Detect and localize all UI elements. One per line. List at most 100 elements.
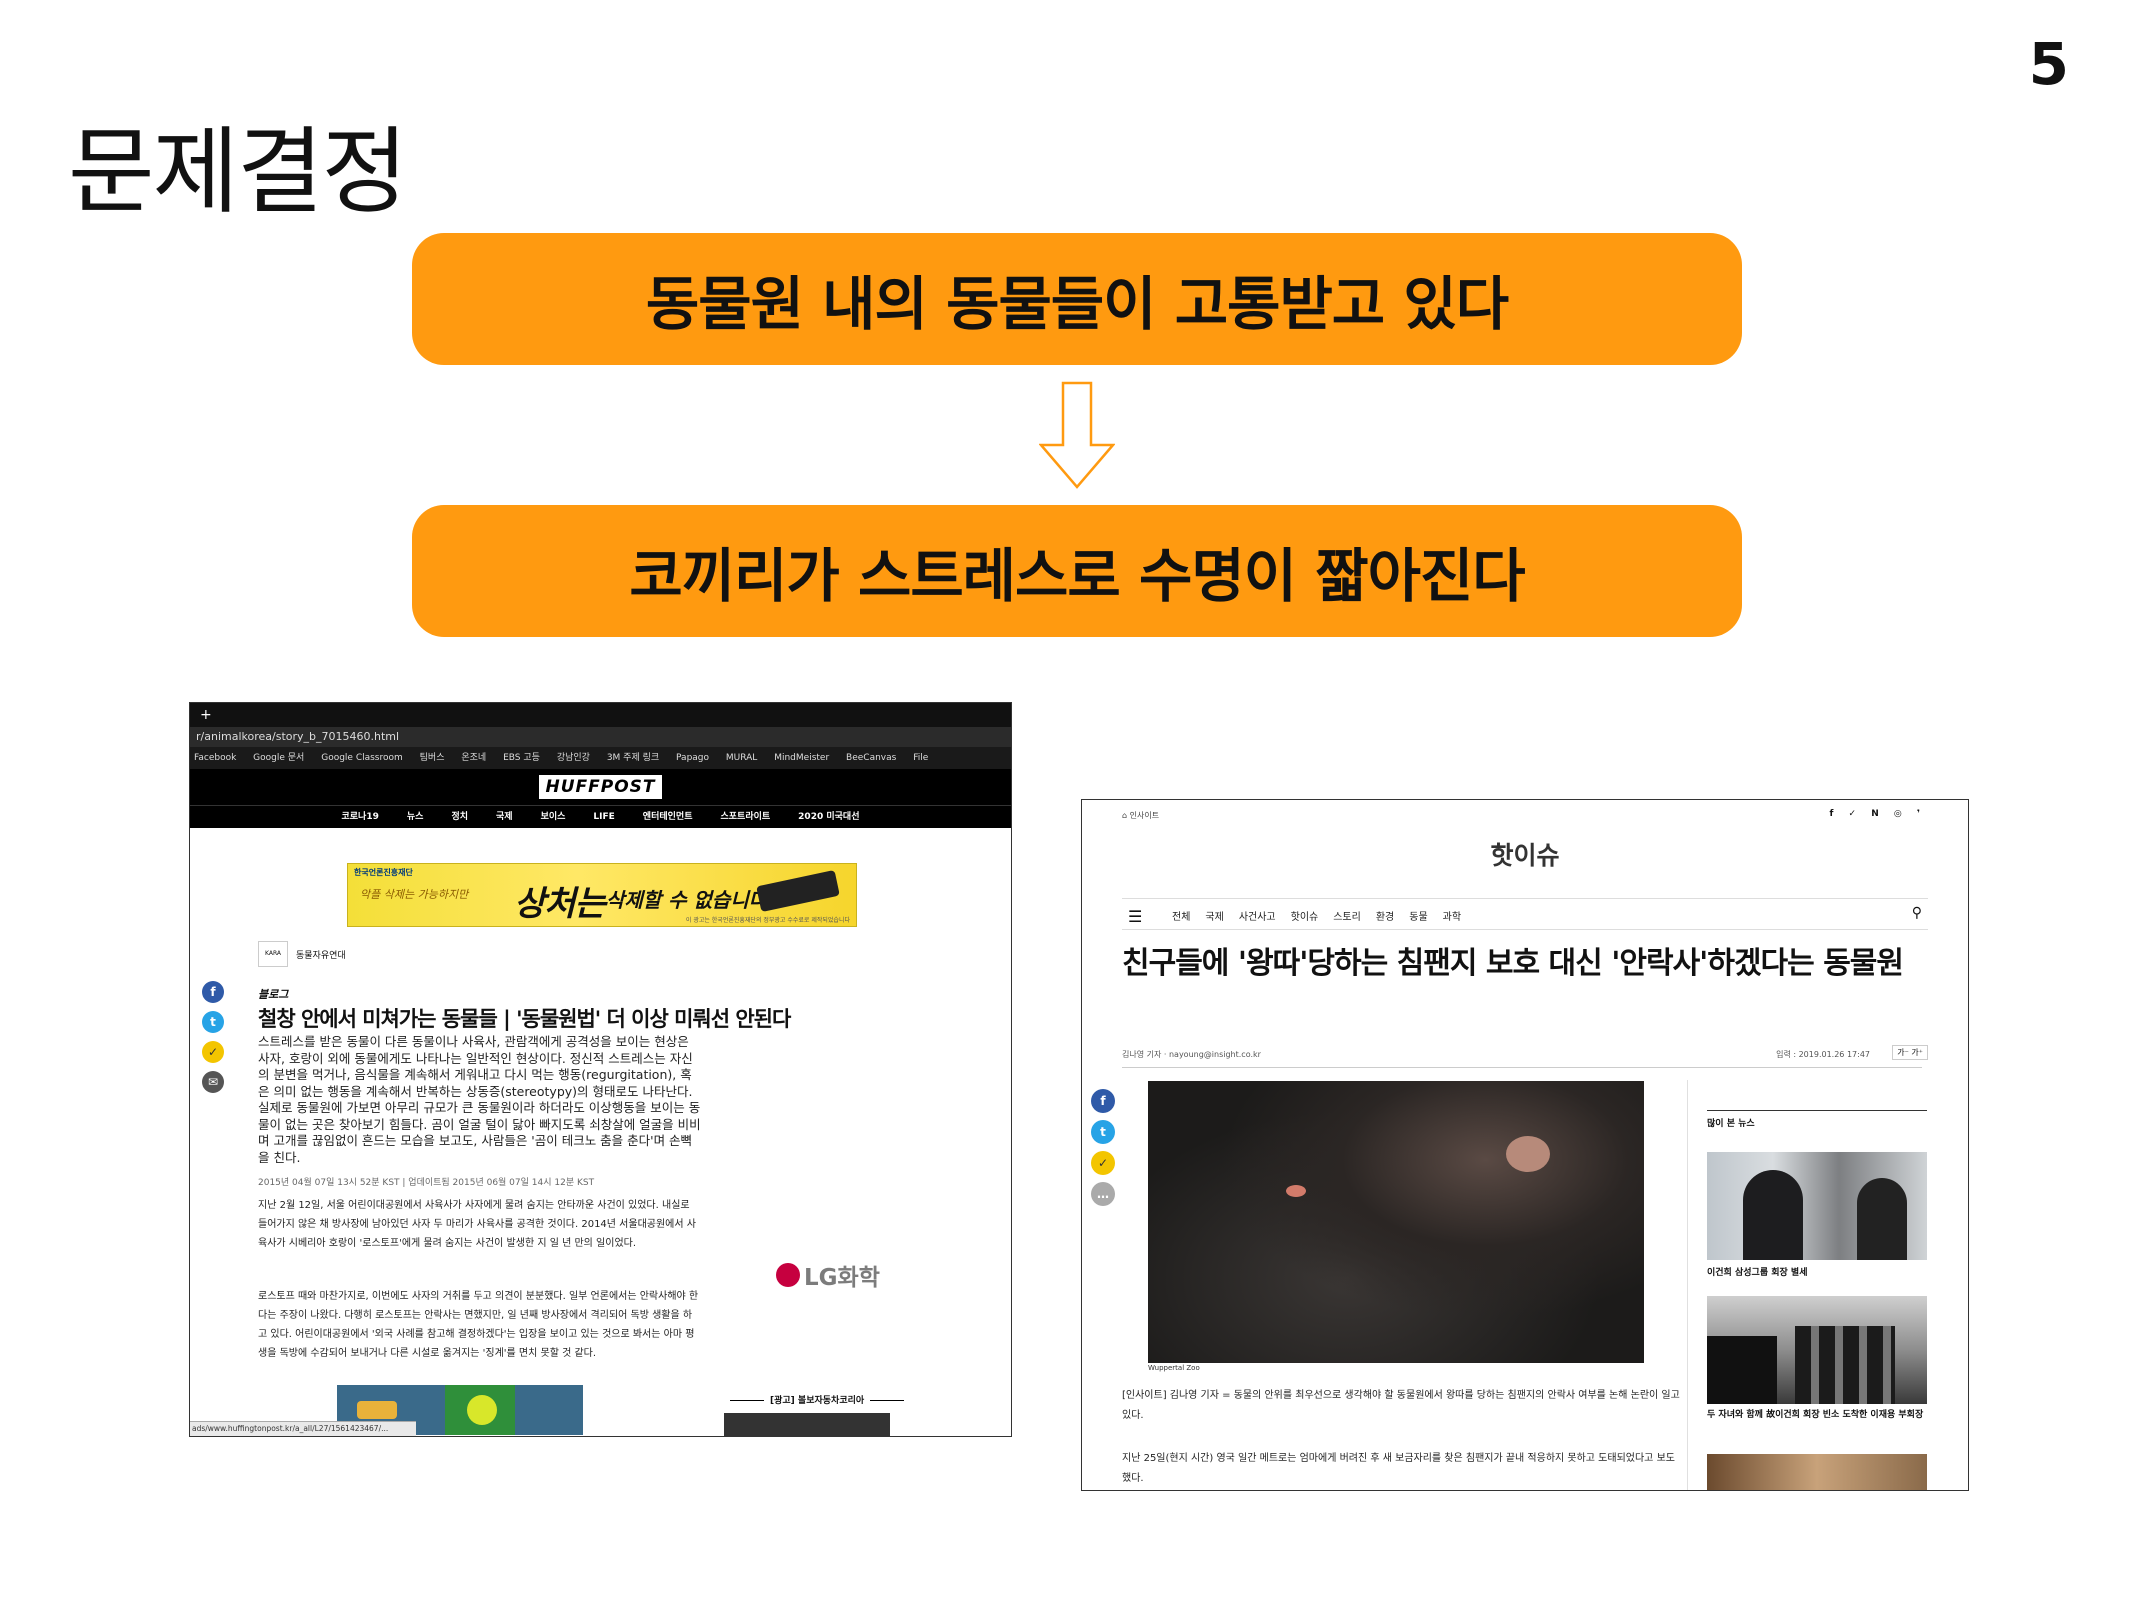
bookmark-item[interactable]: 온조네 xyxy=(461,753,487,763)
news-thumbnail[interactable] xyxy=(1707,1152,1927,1260)
address-bar[interactable]: r/animalkorea/story_b_7015460.html xyxy=(190,727,1011,747)
ad-subheadline: 삭제할 수 없습니다 xyxy=(606,888,768,912)
nav-item[interactable]: 뉴스 xyxy=(406,812,424,822)
status-bar-url: ads/www.huffingtonpost.kr/a_all/L27/1561… xyxy=(190,1421,416,1436)
article-author: 김나영 기자 · nayoung@insight.co.kr xyxy=(1122,1050,1261,1059)
ad-footnote: 이 광고는 한국언론진흥재단의 정부광고 수수료로 제작되었습니다 xyxy=(685,917,850,924)
bookmark-item[interactable]: Google Classroom xyxy=(321,753,403,763)
twitter-icon[interactable]: t xyxy=(1091,1120,1115,1144)
popular-news-title: 많이 본 뉴스 xyxy=(1707,1119,1755,1129)
slide-title: 문제결정 xyxy=(68,118,408,227)
huffpost-screenshot: + r/animalkorea/story_b_7015460.html Fac… xyxy=(189,702,1012,1437)
article-date: 입력 : 2019.01.26 17:47 xyxy=(1776,1050,1870,1059)
article-meta: 2015년 04월 07일 13시 52분 KST | 업데이트됨 2015년 … xyxy=(258,1178,595,1188)
photo-detail xyxy=(1506,1136,1550,1172)
bookmark-item[interactable]: BeeCanvas xyxy=(846,753,897,763)
chimpanzee-photo xyxy=(1148,1081,1644,1363)
people-figure xyxy=(1795,1326,1895,1404)
news-thumbnail[interactable] xyxy=(1707,1296,1927,1404)
bookmark-item[interactable]: File xyxy=(913,753,929,763)
nav-item[interactable]: 동물 xyxy=(1409,912,1428,923)
bookmark-item[interactable]: 3M 주제 링크 xyxy=(606,753,660,763)
nav-item[interactable]: 2020 미국대선 xyxy=(798,812,860,822)
nav-item[interactable]: 사건사고 xyxy=(1238,912,1276,923)
category-label: 블로그 xyxy=(258,988,289,1001)
lg-chem-ad[interactable]: LG화학 xyxy=(776,1258,880,1292)
facebook-icon[interactable]: f xyxy=(1091,1089,1115,1113)
font-size-control[interactable]: 가⁻ 가⁺ xyxy=(1892,1045,1928,1060)
comment-icon[interactable]: … xyxy=(1091,1182,1115,1206)
search-icon[interactable]: ⚲ xyxy=(1911,905,1922,921)
nav-item[interactable]: 스포트라이트 xyxy=(720,812,771,822)
nav-item[interactable]: 엔터테인먼트 xyxy=(642,812,693,822)
bookmark-item[interactable]: MURAL xyxy=(725,753,758,763)
home-link[interactable]: ⌂ 인사이트 xyxy=(1122,811,1160,820)
game-logo-icon xyxy=(357,1401,397,1419)
twitter-icon[interactable]: t xyxy=(202,1011,224,1033)
hamburger-menu-icon[interactable]: ☰ xyxy=(1128,907,1143,926)
site-header: HUFFPOST xyxy=(190,769,1011,805)
nav-item[interactable]: 과학 xyxy=(1442,912,1462,923)
eraser-icon xyxy=(756,869,840,913)
facebook-icon[interactable]: f xyxy=(202,981,224,1003)
new-tab-button[interactable]: + xyxy=(200,707,212,723)
nav-item[interactable]: 전체 xyxy=(1172,912,1191,923)
nav-item[interactable]: 환경 xyxy=(1375,912,1395,923)
lg-chem-text: LG화학 xyxy=(804,1265,880,1291)
kakao-icon[interactable]: ✓ xyxy=(1091,1151,1115,1175)
site-nav: 코로나19 뉴스 정치 국제 보이스 LIFE 엔터테인먼트 스포트라이트 20… xyxy=(190,805,1011,828)
photo-detail xyxy=(1286,1185,1306,1197)
article-paragraph: 지난 2월 12일, 서울 어린이대공원에서 사육사가 사자에게 물려 숨지는 … xyxy=(258,1200,696,1249)
bookmark-item[interactable]: Google 문서 xyxy=(253,753,305,763)
huffpost-logo[interactable]: HUFFPOST xyxy=(539,775,662,799)
nav-item[interactable]: 보이스 xyxy=(540,812,566,822)
nav-item[interactable]: 국제 xyxy=(496,812,513,822)
site-logo[interactable]: 핫이슈 xyxy=(1490,841,1560,870)
bookmark-item[interactable]: MindMeister xyxy=(774,753,830,763)
bookmark-item[interactable]: EBS 고등 xyxy=(503,753,540,763)
problem-box: 동물원 내의 동물들이 고통받고 있다 xyxy=(412,233,1742,365)
ad-org: 한국언론진흥재단 xyxy=(354,868,413,877)
news-link[interactable]: 두 자녀와 함께 故이건희 회장 빈소 도착한 이재용 부회장 xyxy=(1707,1410,1924,1420)
ad-headline: 상처는 xyxy=(514,884,606,924)
article-headline: 친구들에 '왕따'당하는 침팬지 보호 대신 '안락사'하겠다는 동물원 xyxy=(1122,946,1904,981)
sidebar-ad-label: [광고] 볼보자동차코리아 xyxy=(724,1393,910,1406)
social-links[interactable]: f ✓ N ◎ ❜ xyxy=(1829,809,1926,819)
article-headline: 철창 안에서 미쳐가는 동물들 | '동물원법' 더 이상 미뤄선 안된다 xyxy=(258,1007,791,1031)
nav-item[interactable]: 스토리 xyxy=(1333,912,1361,923)
email-icon[interactable]: ✉ xyxy=(202,1071,224,1093)
browser-tab-bar: + xyxy=(190,703,1011,727)
radiation-icon xyxy=(467,1395,497,1425)
ad-banner[interactable]: 한국언론진흥재단 악플 삭제는 가능하지만 상처는 삭제할 수 없습니다 이 광… xyxy=(347,863,857,927)
insight-screenshot: ⌂ 인사이트 f ✓ N ◎ ❜ 핫이슈 ☰ 전체 국제 사건사고 핫이슈 스토… xyxy=(1081,799,1969,1491)
bookmarks-bar: Facebook Google 문서 Google Classroom 팀버스 … xyxy=(190,747,1011,769)
sidebar-ad-thumbnail[interactable] xyxy=(724,1413,890,1436)
column-divider xyxy=(1687,1080,1688,1490)
publisher-logo: KARA xyxy=(258,941,288,967)
article-paragraph: 지난 25일(현지 시간) 영국 일간 메트로는 엄마에게 버려진 후 새 보금… xyxy=(1122,1453,1675,1484)
article-paragraph: 로스토프 때와 마찬가지로, 이번에도 사자의 거취를 두고 의견이 분분했다.… xyxy=(258,1291,699,1359)
decision-box: 코끼리가 스트레스로 수명이 짧아진다 xyxy=(412,505,1742,637)
nav-item[interactable]: 국제 xyxy=(1205,912,1224,923)
news-thumbnail[interactable] xyxy=(1707,1454,1927,1490)
news-link[interactable]: 이건희 삼성그룹 회장 별세 xyxy=(1707,1268,1808,1278)
person-figure xyxy=(1743,1170,1803,1260)
down-arrow-outline-icon xyxy=(1039,381,1115,489)
bookmark-item[interactable]: 팀버스 xyxy=(419,753,445,763)
nav-item[interactable]: 코로나19 xyxy=(341,812,379,822)
nav-item[interactable]: 핫이슈 xyxy=(1290,912,1319,923)
nav-item[interactable]: LIFE xyxy=(593,812,615,822)
article-lead: 스트레스를 받은 동물이 다른 동물이나 사육사, 관람객에게 공격성을 보이는… xyxy=(258,1034,701,1165)
ad-handwriting: 악플 삭제는 가능하지만 xyxy=(360,888,469,901)
kakao-icon[interactable]: ✓ xyxy=(202,1041,224,1063)
site-nav: ☰ 전체 국제 사건사고 핫이슈 스토리 환경 동물 과학 ⚲ xyxy=(1122,898,1928,930)
nav-item[interactable]: 정치 xyxy=(451,812,468,822)
bookmark-item[interactable]: Papago xyxy=(676,753,710,763)
publisher-name[interactable]: 동물자유연대 xyxy=(296,950,346,961)
person-figure xyxy=(1857,1178,1907,1260)
slide-number: 5 xyxy=(2028,30,2069,98)
publisher: KARA 동물자유연대 xyxy=(258,941,346,967)
article-paragraph: [인사이트] 김나영 기자 = 동물의 안위를 최우선으로 생각해야 할 동물원… xyxy=(1122,1390,1680,1421)
bookmark-item[interactable]: Facebook xyxy=(194,753,237,763)
bookmark-item[interactable]: 강남인강 xyxy=(556,753,590,763)
